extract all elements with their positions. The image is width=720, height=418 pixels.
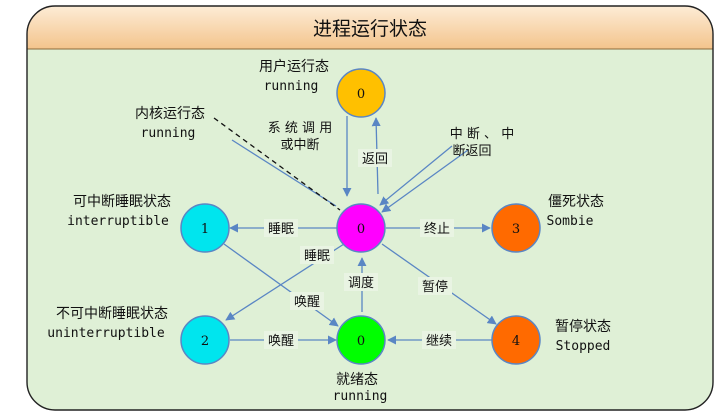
label-interrupt-2: 断返回 (452, 144, 491, 159)
node-stopped (491, 315, 541, 365)
label-schedule: 调度 (348, 275, 374, 291)
panel-border (26, 5, 714, 411)
node-kernel-running (336, 203, 386, 253)
label-syscall-1: 系 统 调 用 (268, 121, 332, 136)
node-label-zombie: 3 (512, 222, 520, 237)
caption-ready-en: running (333, 389, 388, 404)
caption-interruptible-en: interruptible (67, 214, 169, 229)
label-terminate: 终止 (424, 221, 450, 237)
node-label-stopped: 4 (512, 334, 520, 349)
kernel-pointer-dashed (213, 117, 341, 211)
label-sleep-top: 睡眠 (268, 222, 294, 237)
page-title: 进程运行状态 (313, 18, 427, 40)
arrow-interrupt-return (381, 149, 469, 213)
node-label-ready: 0 (357, 334, 365, 349)
state-nodes (180, 68, 541, 365)
arrow-wakeup-interruptible (223, 243, 339, 327)
caption-zombie-cn: 僵死状态 (548, 194, 604, 210)
label-continue: 继续 (426, 334, 452, 349)
node-interruptible (180, 203, 230, 253)
node-label-kernel: 0 (357, 222, 365, 237)
caption-uninterruptible-cn: 不可中断睡眠状态 (56, 306, 168, 322)
node-user-running (336, 68, 386, 118)
caption-stopped-cn: 暂停状态 (555, 318, 611, 335)
caption-stopped-en: Stopped (556, 339, 611, 354)
arrow-interrupt (379, 145, 453, 206)
caption-kernel-en: running (141, 126, 196, 141)
caption-kernel-cn: 内核运行态 (135, 106, 205, 122)
caption-uninterruptible-en: uninterruptible (47, 326, 165, 341)
label-interrupt-1: 中 断 、 中 (450, 127, 514, 142)
caption-ready-cn: 就绪态 (336, 372, 378, 388)
label-wakeup-bottom: 唤醒 (268, 334, 294, 349)
node-label-user: 0 (357, 87, 365, 102)
label-return: 返回 (362, 152, 388, 167)
node-label-interruptible: 1 (201, 222, 209, 237)
node-label-uninterruptible: 2 (201, 334, 209, 349)
label-wakeup-diag: 唤醒 (294, 295, 320, 310)
caption-user-cn: 用户运行态 (259, 58, 329, 75)
caption-user-en: running (264, 79, 319, 94)
node-ready (336, 315, 386, 365)
label-syscall-2: 或中断 (280, 138, 319, 153)
title-bar (27, 6, 713, 49)
label-sleep-diag: 睡眠 (304, 249, 330, 264)
node-zombie (491, 203, 541, 253)
label-pause: 暂停 (422, 279, 448, 295)
node-uninterruptible (180, 315, 230, 365)
caption-interruptible-cn: 可中断睡眠状态 (73, 194, 171, 210)
caption-zombie-en: Sombie (547, 214, 594, 229)
